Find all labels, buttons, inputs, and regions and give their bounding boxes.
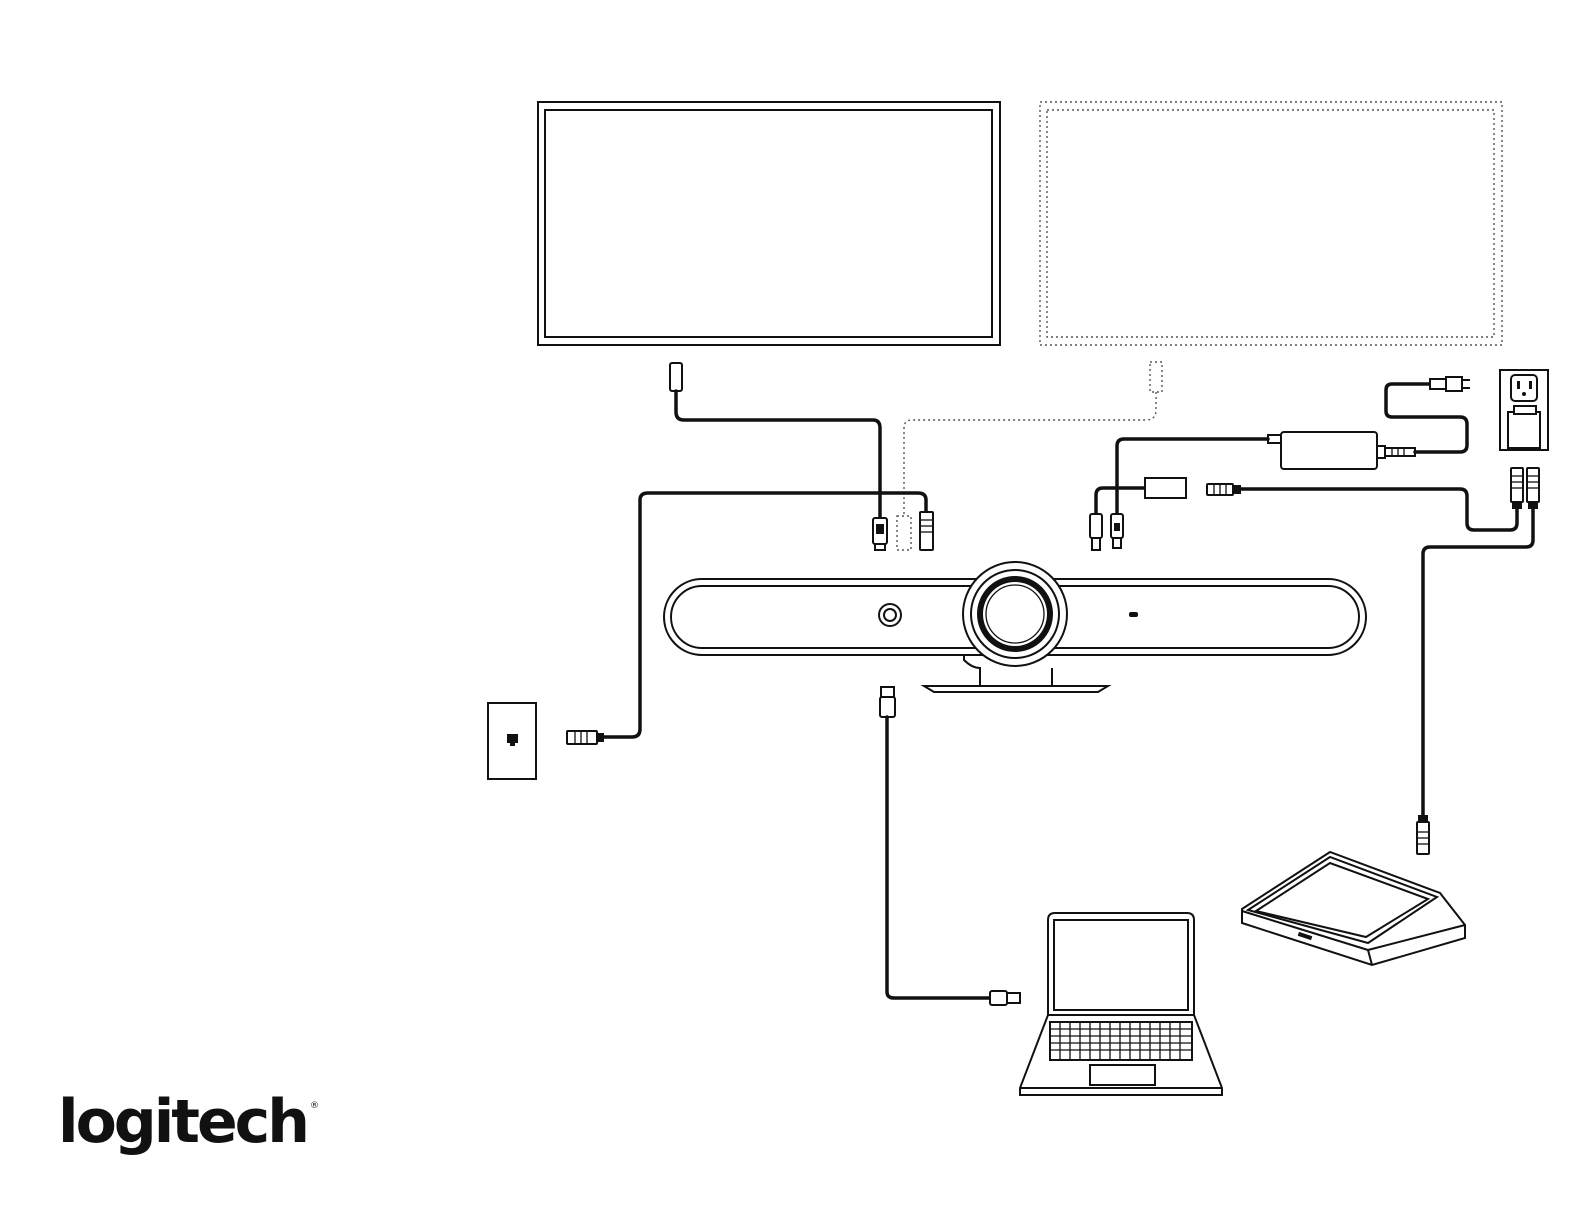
logo-text: logitech xyxy=(58,1087,307,1157)
ethernet-plugs-outlet xyxy=(1511,468,1539,509)
laptop-icon xyxy=(1020,913,1222,1095)
usb-cable-laptop xyxy=(880,687,1020,1005)
ethernet-cable-poe xyxy=(1207,484,1517,530)
camera-bar-icon xyxy=(664,562,1366,692)
primary-display-icon xyxy=(538,102,1000,345)
power-brick-icon xyxy=(1268,432,1415,469)
tablet-icon xyxy=(1242,852,1465,965)
second-display-dotted-icon xyxy=(1040,102,1502,345)
power-cable-videobar xyxy=(1090,439,1268,550)
hdmi-cable-primary xyxy=(670,363,887,550)
logitech-logo: logitech® xyxy=(58,1092,316,1152)
registered-mark: ® xyxy=(310,1101,319,1111)
power-cord xyxy=(1386,377,1470,452)
ethernet-cable-tablet xyxy=(1417,509,1533,854)
outlet-icon xyxy=(1500,370,1548,450)
ethernet-jack-icon xyxy=(488,703,536,779)
